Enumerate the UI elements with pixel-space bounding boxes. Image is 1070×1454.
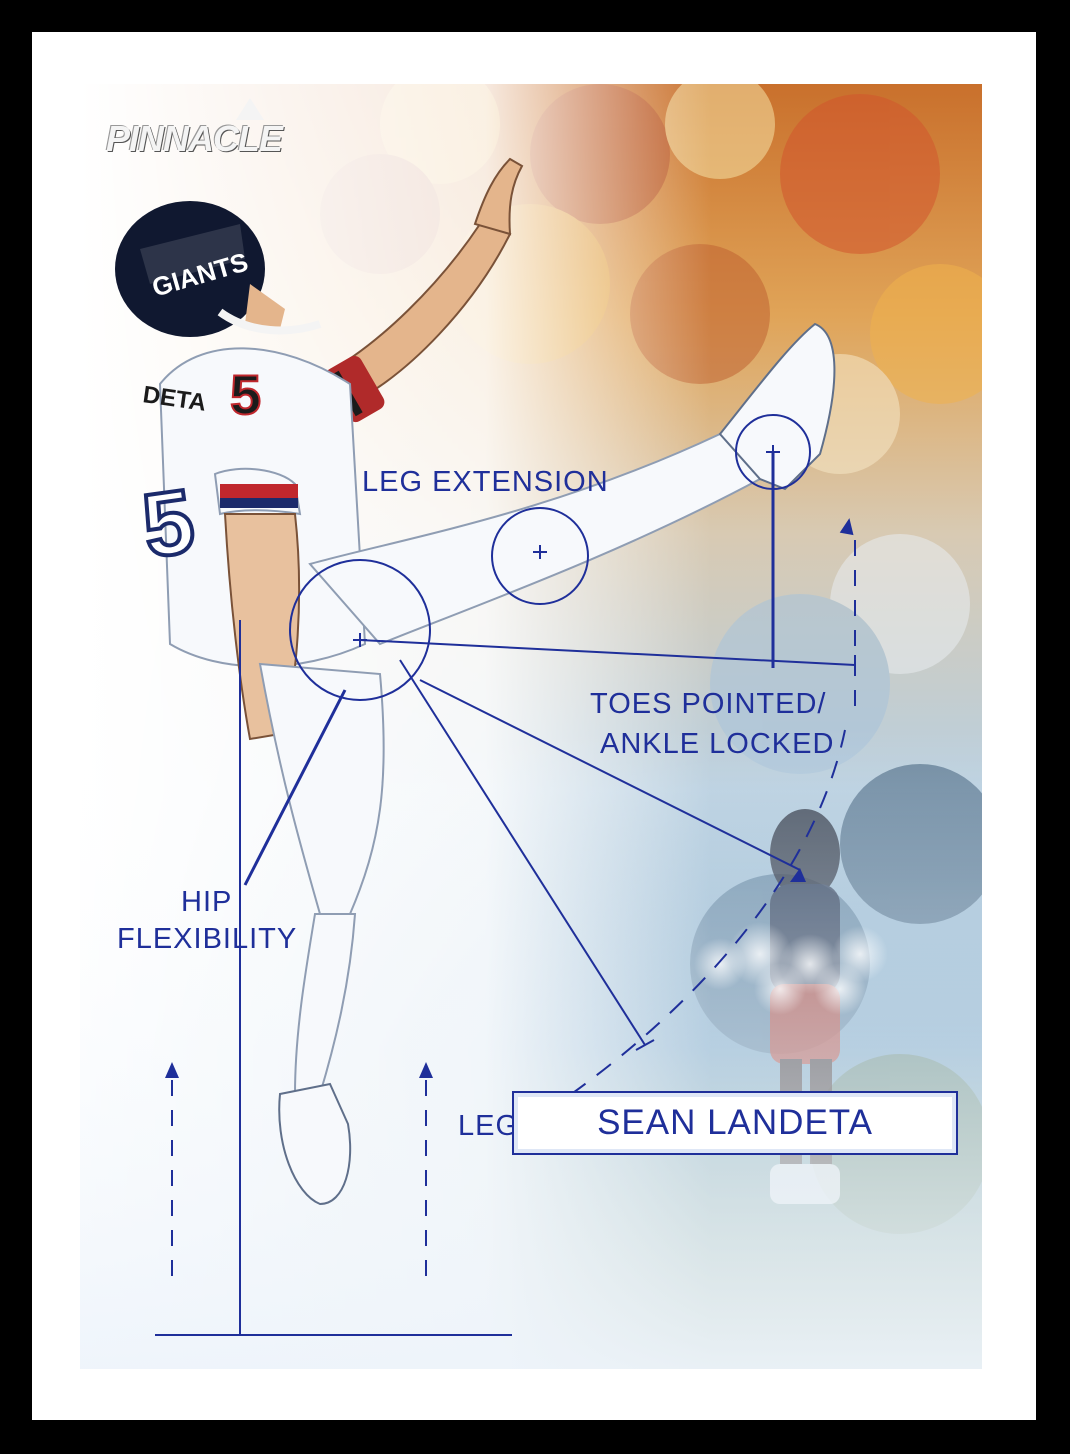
player-nameplate: SEAN LANDETA	[512, 1091, 958, 1155]
pinnacle-logo: PINNACLE	[106, 118, 283, 159]
card-photo: 5 5 DETA GIANTS	[80, 84, 982, 1369]
ankle-locked-label: ANKLE LOCKED	[600, 728, 835, 760]
toes-pointed-label: TOES POINTED/	[590, 688, 827, 720]
flexibility-label: FLEXIBILITY	[117, 923, 298, 955]
leg-extension-label: LEG EXTENSION	[362, 466, 609, 498]
player-name: SEAN LANDETA	[597, 1103, 873, 1142]
jersey-number: 5	[230, 363, 261, 426]
svg-text:5: 5	[230, 363, 261, 426]
pinnacle-logo-peak	[236, 98, 264, 120]
hip-label: HIP	[181, 886, 233, 918]
